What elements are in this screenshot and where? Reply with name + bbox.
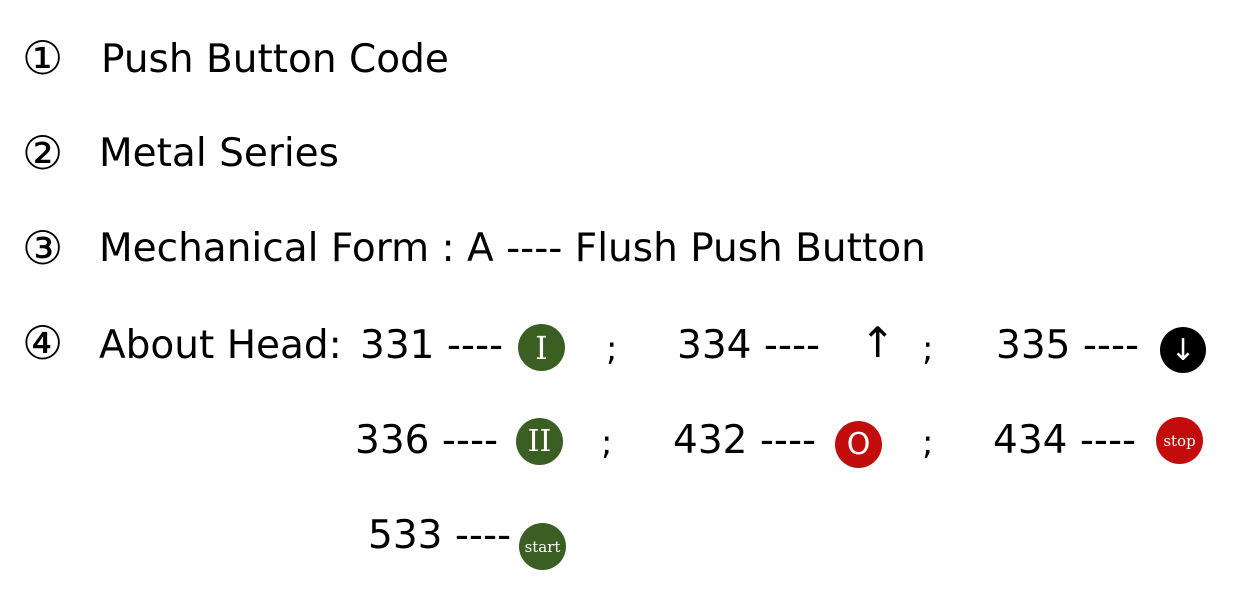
head-533-code: 533 ---- xyxy=(368,513,512,558)
head-336-symbol: II xyxy=(527,424,552,459)
head-336-code: 336 ---- xyxy=(355,418,499,463)
item-3-marker: ③ xyxy=(22,221,64,275)
separator: ; xyxy=(601,423,613,463)
item-4-marker: ④ xyxy=(22,316,64,370)
i-symbol-icon: I xyxy=(518,324,565,371)
separator: ; xyxy=(922,423,934,463)
head-434-code: 434 ---- xyxy=(993,418,1137,463)
item-2-text: Metal Series xyxy=(99,131,339,176)
separator: ; xyxy=(606,329,618,369)
head-432-code: 432 ---- xyxy=(673,418,817,463)
item-4-text: About Head: xyxy=(99,323,342,368)
item-2-marker: ② xyxy=(22,126,64,180)
head-432-symbol: O xyxy=(846,427,871,462)
head-533-symbol: start xyxy=(524,537,561,556)
head-434-symbol: stop xyxy=(1163,431,1196,450)
down-arrow-icon: ↓ xyxy=(1160,327,1206,373)
head-331-symbol: I xyxy=(535,328,548,367)
o-symbol-icon: O xyxy=(835,421,882,468)
head-334-code: 334 ---- xyxy=(677,323,821,368)
stop-icon: stop xyxy=(1156,417,1203,464)
separator: ; xyxy=(922,329,934,369)
head-335-symbol: ↓ xyxy=(1170,332,1196,368)
item-3-text: Mechanical Form : A ---- Flush Push Butt… xyxy=(99,226,926,271)
item-1-text: Push Button Code xyxy=(101,37,449,82)
pause-symbol-icon: II xyxy=(516,418,563,465)
item-1-marker: ① xyxy=(22,31,64,85)
head-331-code: 331 ---- xyxy=(360,323,504,368)
start-icon: start xyxy=(519,523,566,570)
head-335-code: 335 ---- xyxy=(996,323,1140,368)
up-arrow-icon: ↑ xyxy=(860,318,896,367)
